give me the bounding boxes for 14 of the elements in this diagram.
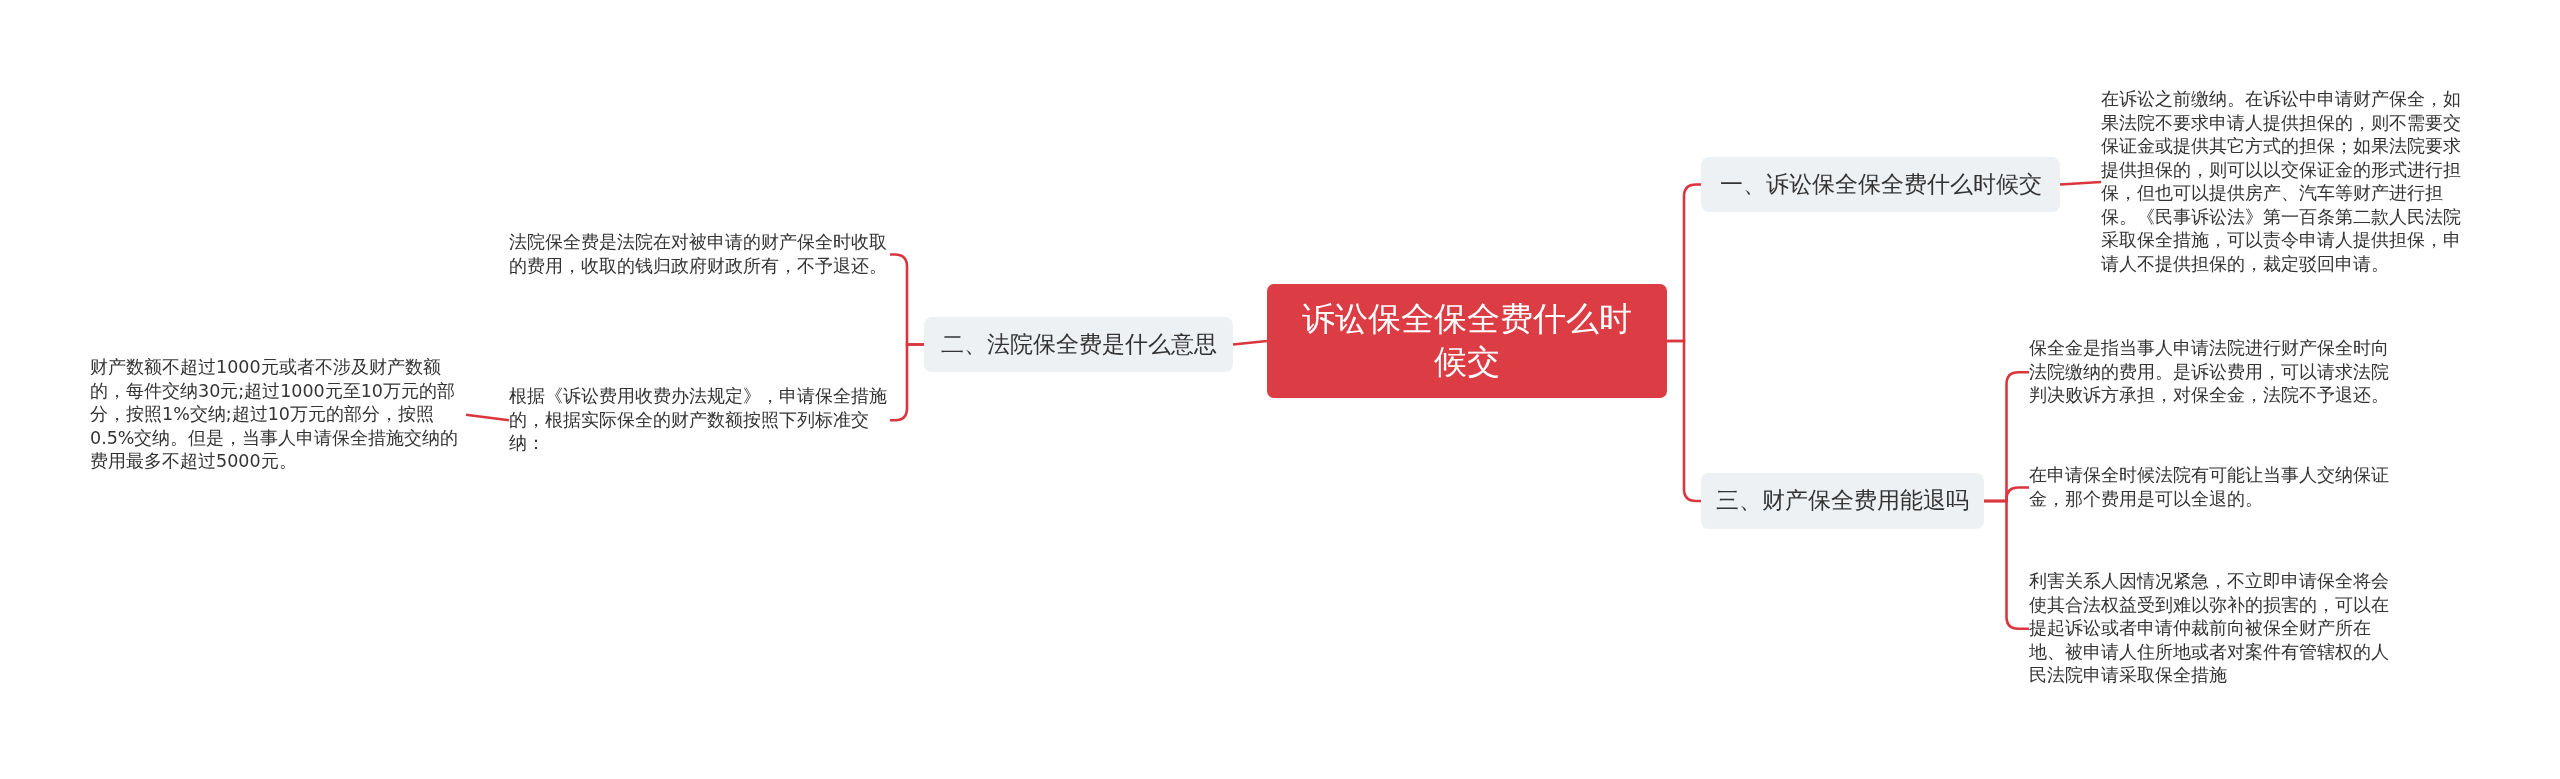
note-text: 根据《诉讼费用收费办法规定》，申请保全措施的，根据实际保全的财产数额按照下列标准交纳：: [509, 385, 890, 456]
connector-line: [465, 413, 510, 422]
central-topic-box: 诉讼保全保全费什么时候交: [1267, 284, 1667, 398]
connector-line: [2059, 180, 2102, 186]
connector-line: [1232, 339, 1268, 346]
topic-box: 一、诉讼保全保全费什么时候交: [1701, 157, 2060, 212]
topic-box: 二、法院保全费是什么意思: [924, 317, 1233, 372]
note-text: 法院保全费是法院在对被申请的财产保全时收取的费用，收取的钱归政府财政所有，不予退还。: [509, 231, 890, 278]
note-text: 财产数额不超过1000元或者不涉及财产数额的，每件交纳30元;超过1000元至10万元的部分，按照1%交纳;超过10万元的部分，按照0.5%交纳。但是，当事人申请保全措施交纳的费用最多不超过5000元。: [90, 356, 466, 474]
note-text: 利害关系人因情况紧急，不立即申请保全将会使其合法权益受到难以弥补的损害的，可以在提起诉讼或者申请仲裁前向被保全财产所在地、被申请人住所地或者对案件有管辖权的人民法院申请采取保全措施: [2029, 570, 2389, 688]
note-text: 在诉讼之前缴纳。在诉讼中申请财产保全，如果法院不要求申请人提供担保的，则不需要交保证金或提供其它方式的担保；如果法院要求提供担保的，则可以以交保证金的形式进行担保，但也可以提供房产、汽车等财产进行担保。《民事诉讼法》第一百条第二款人民法院采取保全措施，可以责令申请人提供担保，申请人不提供担保的，裁定驳回申请。: [2101, 88, 2477, 276]
topic-box: 三、财产保全费用能退吗: [1701, 473, 1984, 529]
note-text: 在申请保全时候法院有可能让当事人交纳保证金，那个费用是可以全退的。: [2029, 464, 2389, 511]
note-text: 保全金是指当事人申请法院进行财产保全时向法院缴纳的费用。是诉讼费用，可以请求法院判决败诉方承担，对保全金，法院不予退还。: [2029, 337, 2389, 408]
